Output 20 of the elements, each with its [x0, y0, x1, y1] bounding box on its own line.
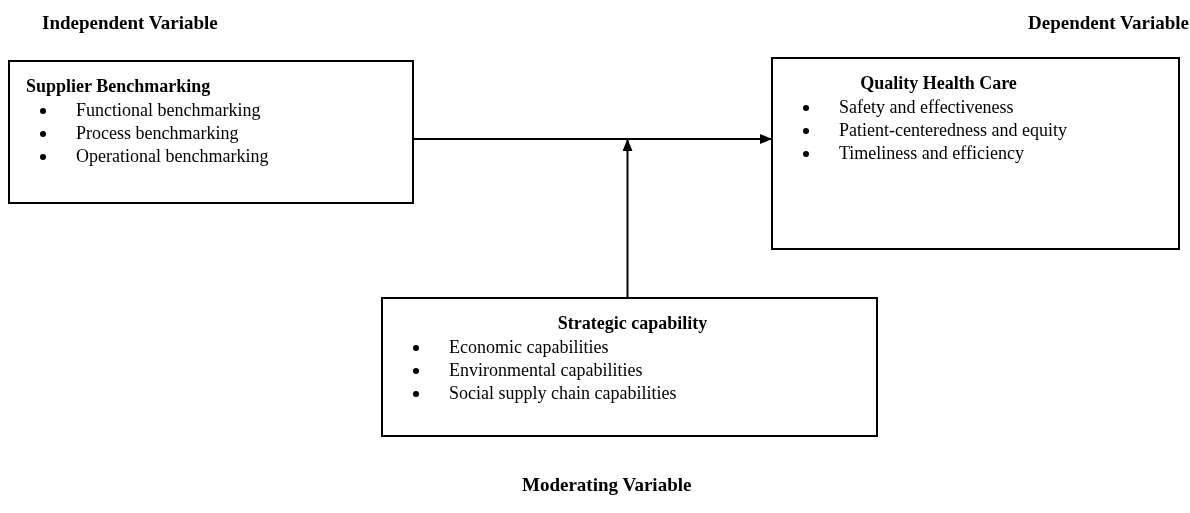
bullet-item: Operational benchmarking: [26, 145, 402, 168]
bullet-item: Environmental capabilities: [399, 359, 866, 382]
bullet-item: Functional benchmarking: [26, 99, 402, 122]
bullet-item: Safety and effectiveness: [789, 96, 1088, 119]
variable-type-label: Independent Variable: [42, 12, 218, 34]
variable-box: [381, 297, 878, 437]
variable-type-label: Moderating Variable: [522, 474, 692, 496]
arrow: [622, 139, 633, 298]
bullet-item: Process benchmarking: [26, 122, 402, 145]
bullet-item: Economic capabilities: [399, 336, 866, 359]
box-heading: Quality Health Care: [859, 73, 1018, 94]
box-heading: Supplier Benchmarking: [26, 76, 212, 97]
box-heading: Strategic capability: [556, 313, 709, 334]
variable-type-label: Dependent Variable: [1028, 12, 1189, 34]
variable-box: [771, 57, 1180, 250]
bullet-item: Social supply chain capabilities: [399, 382, 866, 405]
bullet-item: Timeliness and efficiency: [789, 142, 1088, 165]
arrow: [413, 134, 772, 144]
variable-box: [8, 60, 414, 204]
bullet-item: Patient-centeredness and equity: [789, 119, 1088, 142]
